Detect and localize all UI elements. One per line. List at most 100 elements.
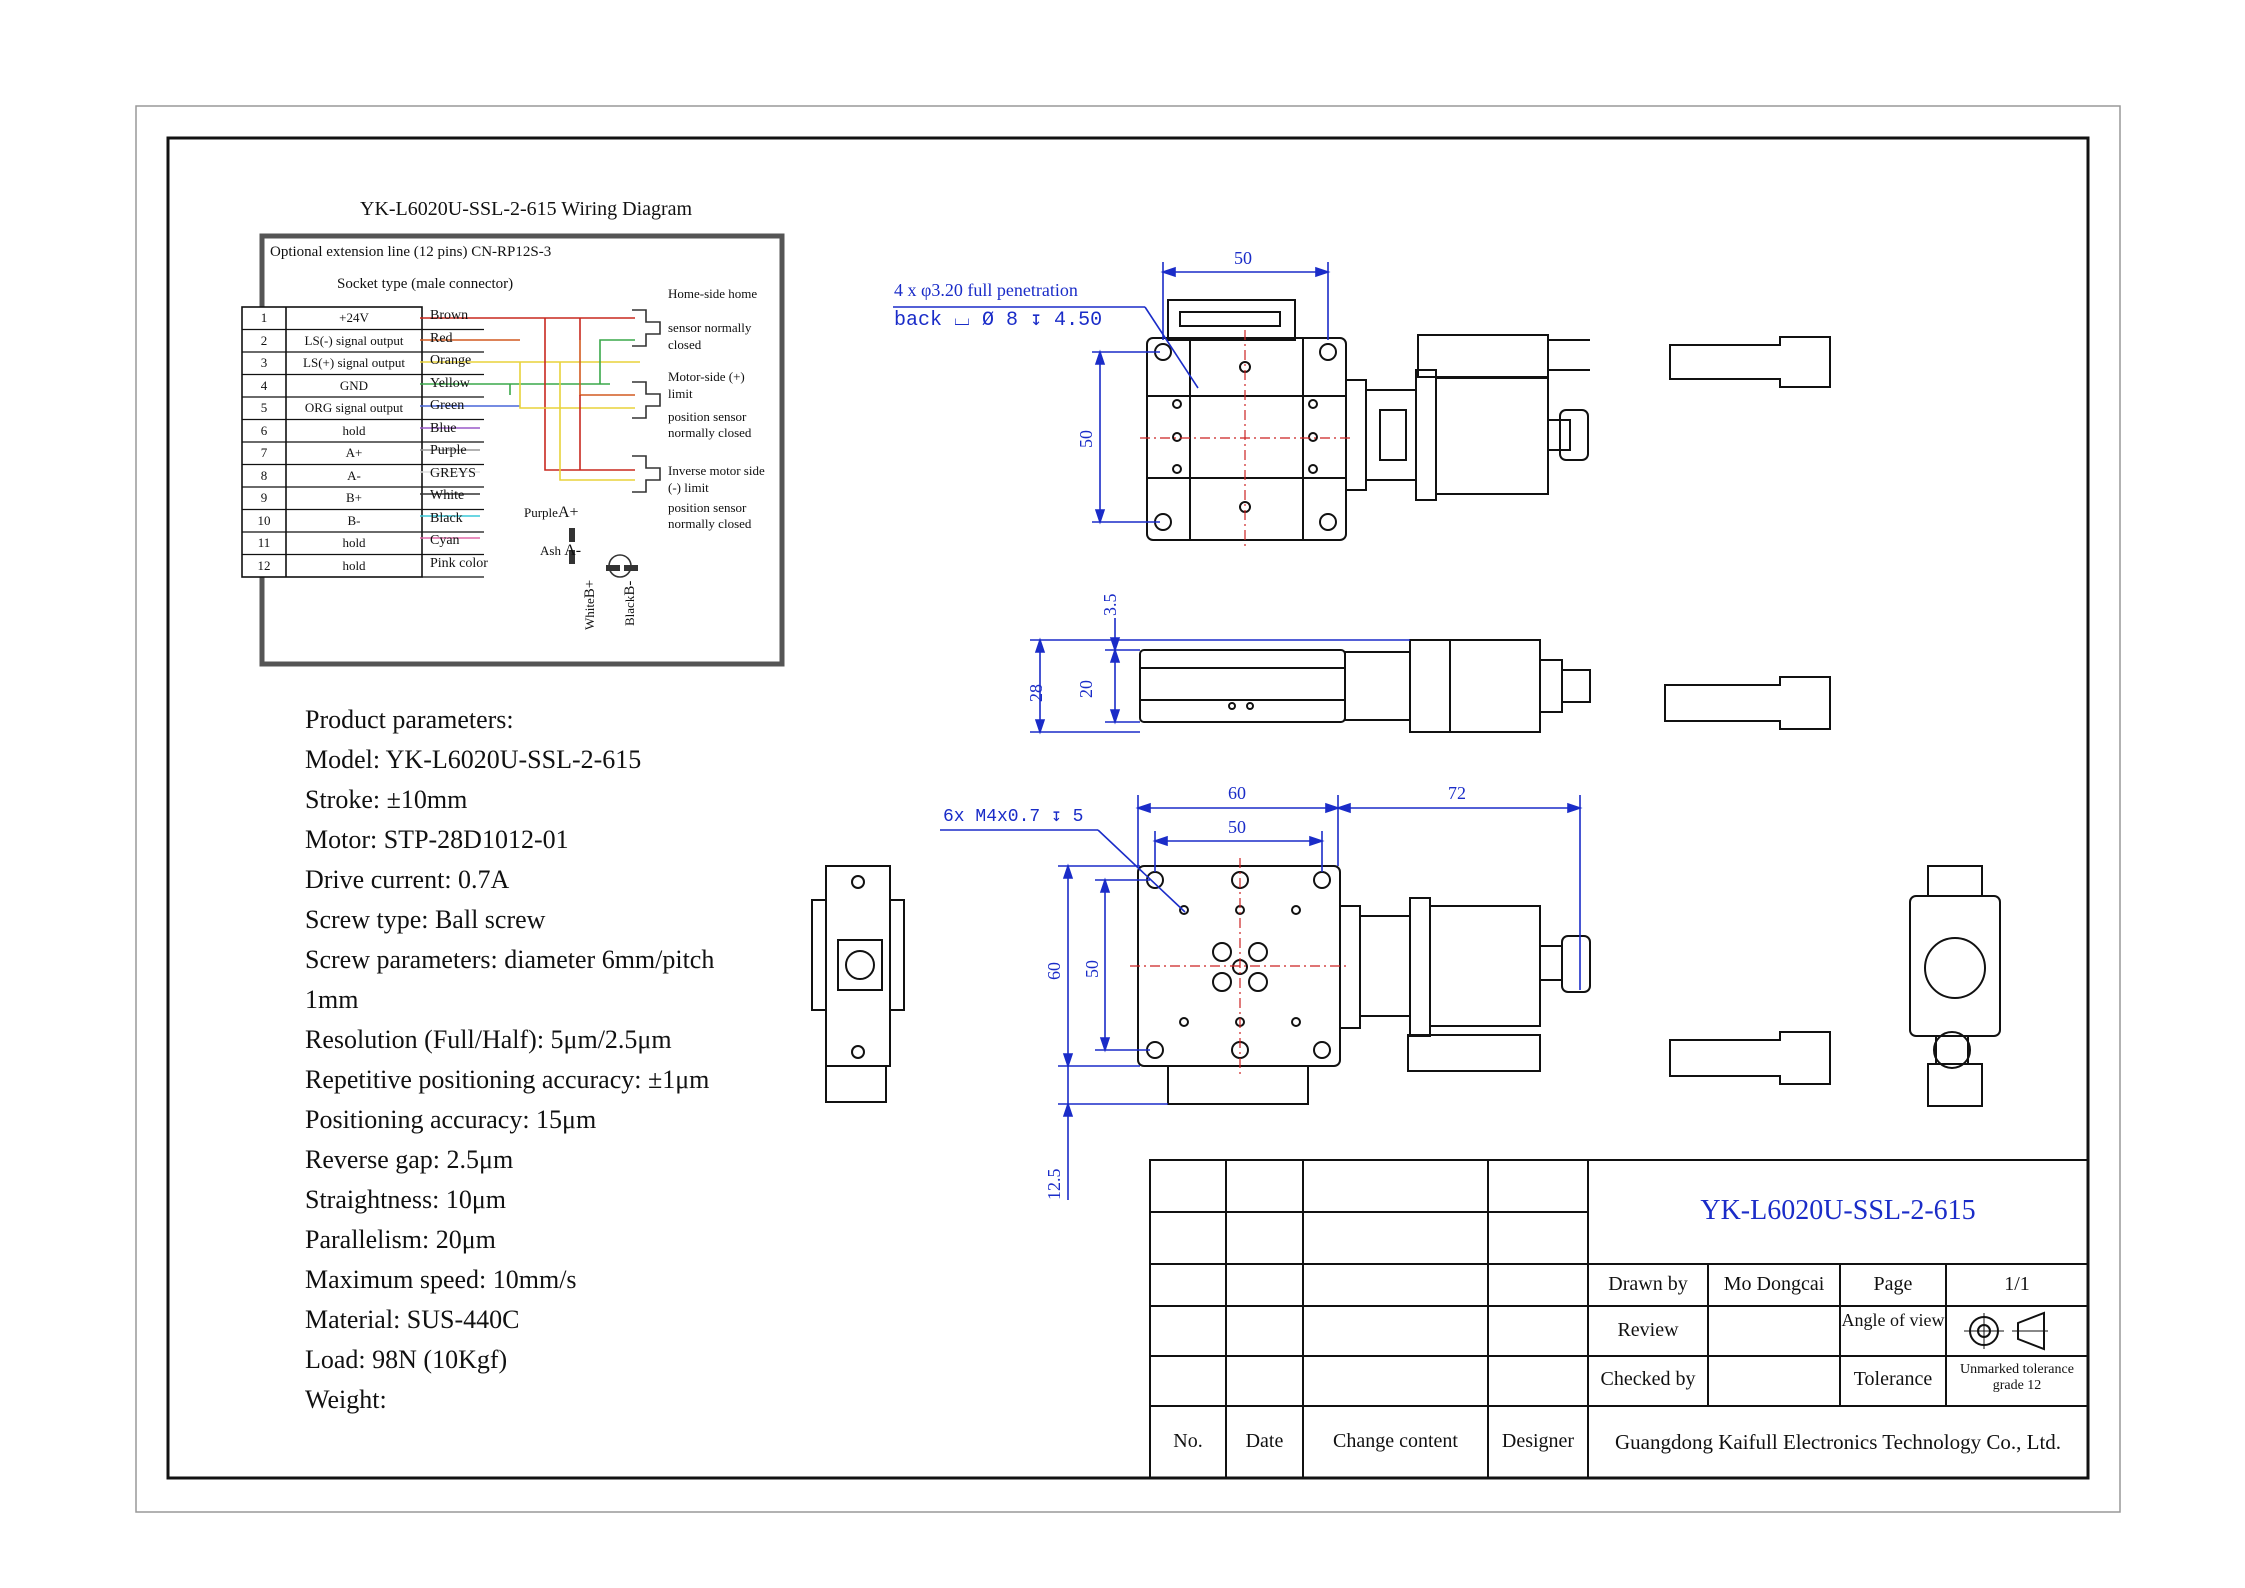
param-line: Screw type: Ball screw [305,905,546,934]
param-line: Product parameters: [305,705,514,734]
pin-signal: A+ [345,445,363,460]
dim-side-3-5: 3.5 [1100,593,1120,617]
pin-number: 8 [260,467,268,483]
param-line: Load: 98N (10Kgf) [305,1345,508,1374]
drawn-by: Mo Dongcai [1723,1273,1825,1295]
param-line: Screw parameters: diameter 6mm/pitch [305,945,715,974]
review-label: Review [1617,1319,1679,1341]
hole-note-1: 4 x φ3.20 full penetration [894,280,1078,300]
pin-number: 10 [257,512,271,528]
motor-sensor-desc-4: normally closed [668,425,752,440]
dim-bottom-50: 50 [1228,817,1246,837]
home-sensor-desc-1: sensor normally [668,320,752,335]
param-line: Motor: STP-28D1012-01 [305,825,569,854]
param-line: Model: YK-L6020U-SSL-2-615 [305,745,642,774]
tolerance-label: Tolerance [1853,1368,1933,1390]
pin-signal: GND [339,377,369,393]
checked-by-label: Checked by [1600,1368,1696,1390]
dim-bottom-h60: 60 [1044,962,1064,980]
wire-color-label: GREYS [430,465,476,481]
side-view-drawing [1139,639,1831,733]
drawing-number: YK-L6020U-SSL-2-615 [1700,1195,1976,1226]
pin-signal: A- [347,467,361,483]
param-line: Repetitive positioning accuracy: ±1μm [305,1065,710,1094]
motor-sensor-desc-1: Motor-side (+) [668,369,745,384]
param-line: Reverse gap: 2.5μm [305,1145,514,1174]
param-line: Positioning accuracy: 15μm [305,1105,597,1134]
home-sensor-desc-2: closed [668,337,702,352]
param-line: 1mm [305,985,359,1014]
angle-of-view-label: Angle of view [1841,1310,1945,1330]
page-value: 1/1 [2004,1273,2030,1295]
wiring-title: YK-L6020U-SSL-2-615 Wiring Diagram [360,198,693,220]
lead-white: WhiteB+ [582,579,598,630]
pin-signal: B+ [345,490,362,505]
pin-signal: hold [342,422,366,438]
motor-sensor-desc-2: limit [668,386,693,401]
param-line: Weight: [305,1385,387,1414]
wire-color-label: Cyan [430,533,460,548]
thread-note: 6x M4x0.7 ↧ 5 [943,807,1084,827]
pin-number: 6 [260,422,268,438]
pin-number: 5 [260,400,268,415]
col-date: Date [1245,1430,1284,1452]
col-no: No. [1173,1430,1203,1452]
dim-bottom-12-5: 12.5 [1044,1168,1064,1201]
dim-bottom-72: 72 [1448,783,1466,803]
wire-color-label: Green [430,398,465,413]
wire-color-label: Purple [430,443,467,458]
wire-color-label: Brown [430,308,469,323]
dimension-lines [893,262,1583,1200]
dim-side-28: 28 [1026,684,1046,702]
dim-bottom-h50: 50 [1082,960,1102,978]
pin-number: 4 [260,377,268,393]
pin-signal: hold [342,535,366,550]
param-line: Stroke: ±10mm [305,785,468,814]
param-line: Straightness: 10μm [305,1185,506,1214]
inverse-sensor-desc-1: Inverse motor side [668,463,765,478]
socket-type-label: Socket type (male connector) [337,276,514,292]
pin-signal: LS(-) signal output [304,332,404,348]
param-line: Drive current: 0.7A [305,865,510,894]
motor-sensor-desc-3: position sensor [668,409,747,424]
pin-signal: LS(+) signal output [303,355,405,370]
wiring-diagram [241,233,785,667]
wire-color-label: White [430,488,465,503]
pin-signal: +24V [339,310,369,325]
pin-number: 9 [260,490,268,505]
extension-line-label: Optional extension line (12 pins) CN-RP1… [270,244,552,260]
pin-number: 12 [257,557,271,573]
pin-signal: B- [347,512,361,528]
wire-color-label: Yellow [430,375,470,391]
pin-signal: hold [342,557,366,573]
bottom-view-drawing [811,865,2001,1107]
inverse-sensor-desc-2: (-) limit [668,480,709,495]
tolerance-value: Unmarked tolerance grade 12 [1960,1362,2074,1393]
wire-color-label: Pink color [430,555,488,571]
pin-number: 7 [260,445,268,460]
param-line: Resolution (Full/Half): 5μm/2.5μm [305,1025,672,1054]
title-block [1149,1159,2089,1479]
drawn-by-label: Drawn by [1608,1273,1688,1295]
hole-note-2: back ⌴ Ø 8 ↧ 4.50 [894,309,1103,332]
dim-top-width: 50 [1234,248,1252,268]
pin-table [241,306,484,578]
pin-number: 3 [260,355,268,370]
page-label: Page [1873,1273,1913,1295]
pin-number: 11 [257,535,271,550]
inverse-sensor-desc-3: position sensor [668,500,747,515]
param-line: Parallelism: 20μm [305,1225,496,1254]
col-change: Change content [1333,1430,1458,1452]
pin-signal: ORG signal output [304,400,404,415]
wire-color-label: Blue [430,420,457,436]
inverse-sensor-desc-4: normally closed [668,516,752,531]
param-line: Material: SUS-440C [305,1305,520,1334]
wire-color-label: Orange [430,353,472,368]
pin-number: 2 [260,332,268,348]
wire-color-label: Black [430,510,463,526]
top-view-drawing [1146,299,1831,541]
dim-top-height: 50 [1076,430,1096,448]
dim-bottom-60: 60 [1228,783,1246,803]
lead-black: BlackB- [622,580,638,626]
